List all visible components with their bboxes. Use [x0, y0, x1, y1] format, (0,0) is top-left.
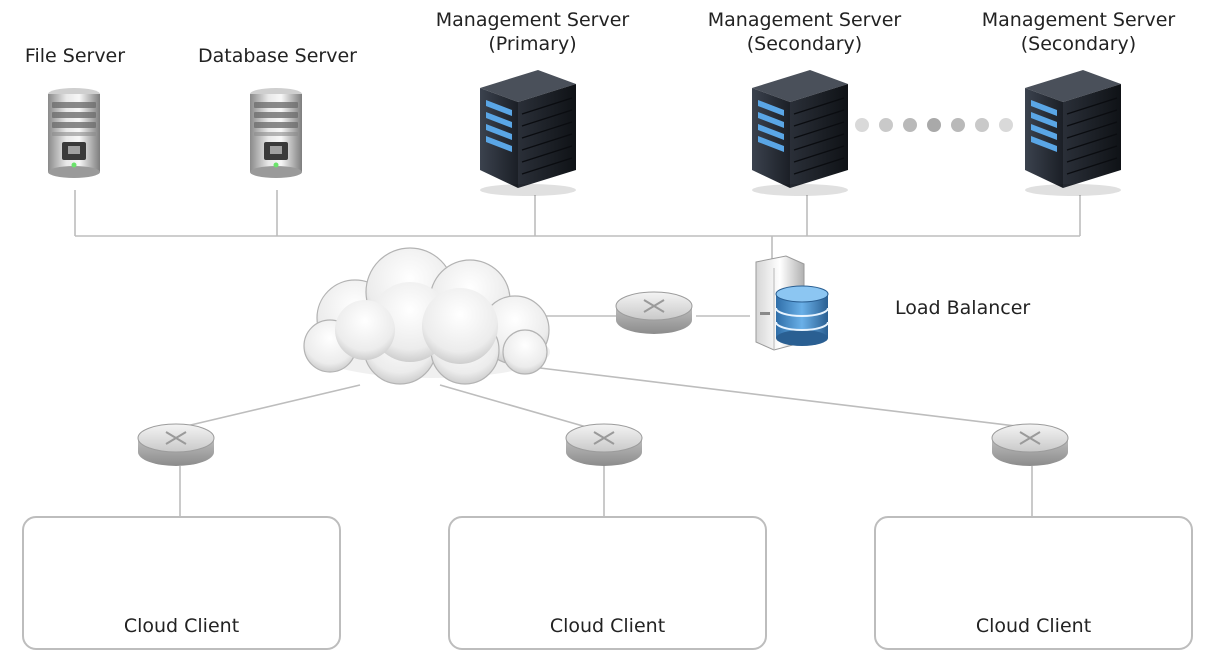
load-balancer-icon: [755, 255, 829, 351]
client-group-2: Cloud Client: [448, 516, 767, 650]
management-server-primary-label: Management Server (Primary): [410, 8, 655, 56]
ellipsis-dot: [951, 118, 965, 132]
ellipsis-dot: [903, 118, 917, 132]
cloud-icon: [303, 247, 550, 385]
label-line: Management Server: [435, 9, 630, 31]
ellipsis-dot: [975, 118, 989, 132]
management-server-secondary-label: Management Server (Secondary): [682, 8, 927, 56]
label-line: Management Server: [981, 9, 1176, 31]
rack-server-icon: [479, 69, 577, 197]
ellipsis-dot: [999, 118, 1013, 132]
file-server-icon: [48, 88, 100, 178]
label-line: (Secondary): [1020, 33, 1137, 55]
rack-server-icon: [1024, 69, 1122, 197]
label-line: (Primary): [488, 33, 577, 55]
database-server-icon: [250, 88, 302, 178]
client-group-label: Cloud Client: [975, 615, 1092, 637]
ellipsis-dot: [879, 118, 893, 132]
client-group-label: Cloud Client: [549, 615, 666, 637]
ellipsis-dot: [927, 118, 941, 132]
router-icon: [565, 423, 643, 467]
router-icon: [991, 423, 1069, 467]
management-server-secondary-label: Management Server (Secondary): [956, 8, 1201, 56]
ellipsis-dots: [855, 118, 1013, 132]
rack-server-icon: [751, 69, 849, 197]
connection-lines: [74, 190, 1081, 516]
file-server-label: File Server: [24, 45, 126, 67]
client-group-label: Cloud Client: [123, 615, 240, 637]
client-group-1: Cloud Client: [22, 516, 341, 650]
label-line: (Secondary): [746, 33, 863, 55]
router-icon: [137, 423, 215, 467]
load-balancer-label: Load Balancer: [895, 297, 1031, 319]
client-group-3: Cloud Client: [874, 516, 1193, 650]
database-server-label: Database Server: [197, 45, 357, 67]
ellipsis-dot: [855, 118, 869, 132]
router-icon: [615, 291, 693, 335]
label-line: Management Server: [707, 9, 902, 31]
